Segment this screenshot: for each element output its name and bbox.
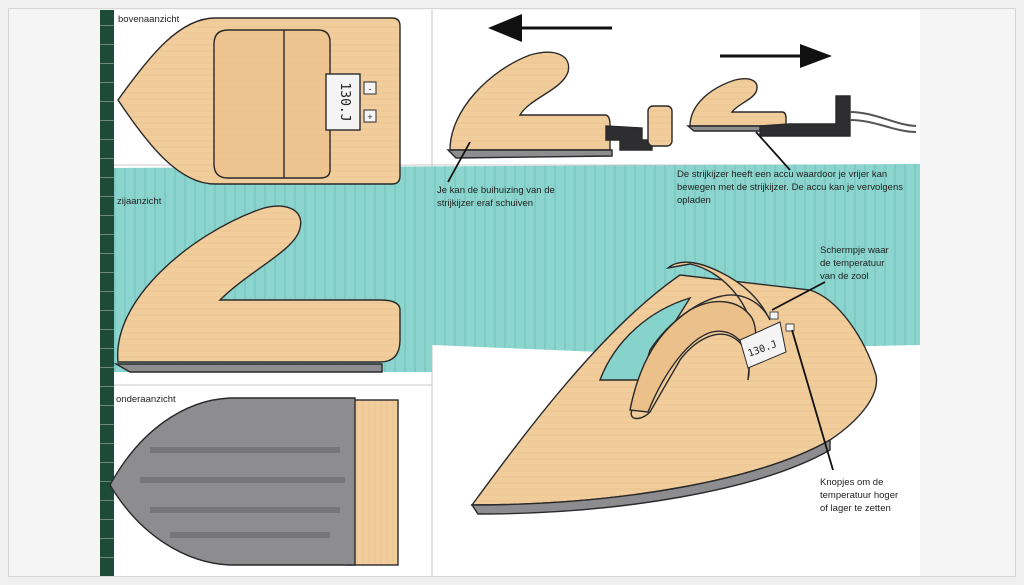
- side-view-label: zijaanzicht: [117, 196, 162, 207]
- arrow-right: [720, 44, 832, 68]
- housing-slide-drawing: [446, 51, 673, 159]
- bottom-view-label: onderaanzicht: [116, 394, 176, 405]
- leader-lines: [447, 131, 834, 471]
- annotation-knobs: Knopjes om de temperatuur hoger of lager…: [820, 477, 899, 514]
- cutting-mat-edge: [100, 10, 114, 576]
- annotation-screen: Schermpje waar de temperatuur van de zoo…: [820, 245, 889, 282]
- perspective-iron-drawing: [470, 261, 878, 515]
- top-view-minus-label: -: [369, 84, 372, 94]
- annotation-slide-housing: Je kan de buihuizing van de strijkijzer …: [437, 185, 555, 209]
- top-view-plus-label: +: [367, 112, 372, 122]
- top-view-drawing: [117, 17, 401, 185]
- battery-dock-drawing: [686, 78, 917, 137]
- arrow-left: [488, 14, 612, 42]
- annotation-battery: De strijkijzer heeft een accu waardoor j…: [677, 169, 904, 206]
- top-view-display-text: 130.J: [337, 82, 352, 121]
- side-view-drawing: [113, 205, 401, 373]
- bottom-view-drawing: [109, 397, 399, 566]
- top-view-label: bovenaanzicht: [118, 14, 180, 25]
